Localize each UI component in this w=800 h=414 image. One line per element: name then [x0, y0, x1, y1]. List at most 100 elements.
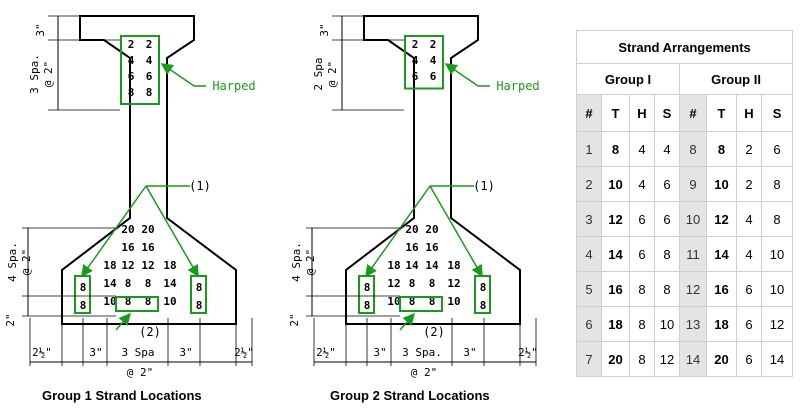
col-h: H [629, 94, 655, 132]
t-value: 14 [601, 236, 630, 272]
harped-strand: 2 [128, 38, 135, 51]
h-value: 6 [736, 271, 762, 307]
col-h: H [736, 94, 762, 132]
t-value: 18 [601, 306, 630, 342]
bottom-strand: 18 [163, 259, 176, 272]
h-value: 4 [736, 236, 762, 272]
harped-strand: 4 [146, 54, 153, 67]
bottom-strand: 12 [387, 277, 400, 290]
harped-strand: 4 [128, 54, 135, 67]
dim-label: 3" [89, 346, 102, 359]
group2-header: Group II [678, 63, 794, 95]
bottom-strand: 16 [405, 241, 419, 254]
dim-label: 2½" [32, 346, 52, 359]
table-title: Strand Arrangements [575, 30, 794, 64]
side-strand-box-right [190, 275, 207, 314]
bottom-strand: 20 [141, 223, 154, 236]
bottom-strand: 10 [447, 295, 460, 308]
dim-label: 2 Spa [312, 57, 325, 90]
harped-strand: 6 [146, 70, 153, 83]
dim-label: 3" [373, 346, 386, 359]
dim-label: @ 2" [42, 61, 55, 88]
t-value: 16 [706, 271, 737, 307]
s-value: 8 [760, 201, 794, 237]
bottom-strand: 10 [163, 295, 176, 308]
bottom-strand: 12 [141, 259, 154, 272]
harped-strand: 8 [128, 86, 135, 99]
dim-label: @ 2" [127, 366, 154, 379]
row-number: 12 [679, 271, 707, 307]
h-value: 2 [736, 166, 762, 202]
dim-label: 3" [179, 346, 192, 359]
bottom-strand: 14 [163, 277, 177, 290]
t-value: 10 [706, 166, 737, 202]
callout1-arrow [145, 185, 199, 278]
side-strand-box-left [74, 275, 91, 314]
dim-label: 4 Spa. [6, 242, 19, 282]
bottom-strand: 12 [121, 259, 134, 272]
dim-label: 3 Spa. [402, 346, 442, 359]
row-number: 7 [576, 341, 602, 377]
bottom-strand: 16 [141, 241, 155, 254]
row-number: 4 [576, 236, 602, 272]
row-number: 6 [576, 306, 602, 342]
side-strand-box-right [474, 275, 491, 314]
t-value: 12 [601, 201, 630, 237]
callout2-arrow [399, 312, 415, 331]
harped-strand: 4 [412, 54, 419, 67]
t-value: 12 [706, 201, 737, 237]
callout2-arrow [115, 312, 131, 331]
center-strand-box [115, 296, 159, 312]
s-value: 6 [654, 201, 680, 237]
h-value: 2 [736, 131, 762, 167]
bottom-strand: 18 [387, 259, 400, 272]
dim-label: 2½" [518, 346, 538, 359]
dim-label: 3" [318, 23, 331, 36]
t-value: 8 [706, 131, 737, 167]
bottom-strand: 10 [103, 295, 116, 308]
s-value: 10 [654, 306, 680, 342]
harped-box [120, 35, 160, 105]
row-number: 3 [576, 201, 602, 237]
strand-arrangements-table: Strand Arrangements Group I Group II # T… [575, 30, 794, 377]
dim-label: 3" [463, 346, 476, 359]
h-value: 8 [629, 271, 655, 307]
dim-label: 3" [34, 23, 47, 36]
s-value: 8 [654, 271, 680, 307]
bottom-strand: 8 [145, 277, 152, 290]
harped-strand: 4 [430, 54, 437, 67]
group1-header: Group I [576, 63, 680, 95]
callout-1: (1) [473, 179, 495, 193]
side-strand: 8 [364, 281, 371, 294]
t-value: 18 [706, 306, 737, 342]
t-value: 14 [706, 236, 737, 272]
col-t: T [601, 94, 630, 132]
dim-label: 2" [4, 313, 17, 326]
bottom-strand: 8 [125, 295, 132, 308]
h-value: 4 [629, 166, 655, 202]
harped-pointer [160, 63, 195, 87]
h-value: 4 [629, 131, 655, 167]
side-strand: 8 [196, 281, 203, 294]
callout1-arrow [365, 185, 431, 278]
dim-label: 2½" [234, 346, 254, 359]
dim-label: @ 2" [304, 249, 317, 276]
harped-box [404, 35, 444, 90]
col-s: S [760, 94, 794, 132]
s-value: 10 [760, 236, 794, 272]
bottom-strand: 14 [103, 277, 117, 290]
s-value: 4 [654, 131, 680, 167]
row-number: 1 [576, 131, 602, 167]
t-value: 16 [601, 271, 630, 307]
h-value: 8 [629, 341, 655, 377]
bottom-strand: 12 [447, 277, 460, 290]
bottom-strand: 8 [429, 277, 436, 290]
bottom-strand: 8 [409, 277, 416, 290]
harped-label: Harped [212, 79, 255, 93]
callout-2: (2) [139, 325, 161, 339]
